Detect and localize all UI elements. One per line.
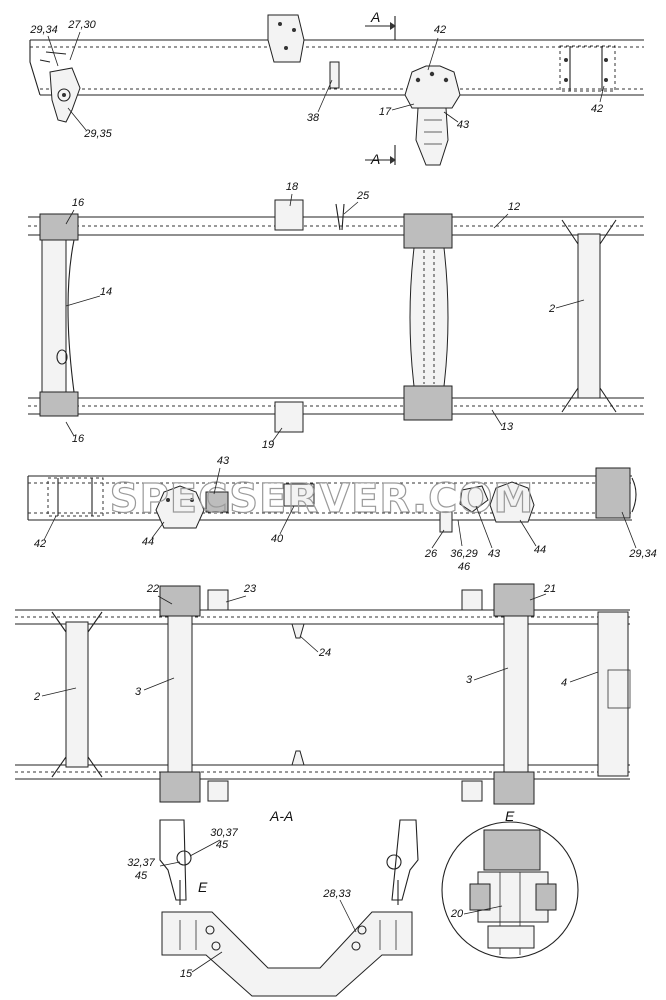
callout-label: 43	[457, 119, 470, 131]
detail-e	[441, 821, 579, 959]
callout-label: 40	[271, 533, 284, 545]
section-title-e: E	[505, 808, 515, 824]
callout-label: 42	[591, 103, 603, 115]
callout-label: 43	[217, 455, 230, 467]
callout-label: 21	[543, 583, 556, 595]
callout-label: 45	[216, 839, 229, 851]
callout-label: 16	[72, 197, 85, 209]
callout-label: 29,34	[29, 24, 58, 36]
callout-label: 30,37	[210, 827, 238, 839]
callout-label: 14	[100, 286, 112, 298]
callout-label: 2	[33, 691, 40, 703]
callout-label: 38	[307, 112, 320, 124]
plan-view-rear-frame	[15, 583, 631, 805]
callout-label: 29,34	[628, 548, 657, 560]
callout-label: 22	[146, 583, 159, 595]
callout-label: 19	[262, 439, 274, 451]
callout-label: 26	[424, 548, 438, 560]
side-view-rail-middle	[27, 467, 637, 533]
callout-label: 17	[379, 106, 392, 118]
callout-label: 24	[318, 647, 331, 659]
callout-label: 42	[434, 24, 446, 36]
side-view-rail-upper	[29, 14, 644, 166]
callout-label: 23	[243, 583, 257, 595]
callout-label: 13	[501, 421, 514, 433]
callout-label: 42	[34, 538, 46, 550]
callout-label: 46	[458, 561, 471, 573]
callout-label: 4	[561, 677, 567, 689]
callout-label: 12	[508, 201, 520, 213]
callout-label: 43	[488, 548, 501, 560]
callout-label: 28,33	[322, 888, 351, 900]
watermark: SPECSERVER.COM	[110, 476, 535, 522]
callout-label: 15	[180, 968, 193, 980]
section-title-a-a: A-A	[269, 808, 293, 824]
callout-label: 16	[72, 433, 85, 445]
callout-label: 2	[548, 303, 555, 315]
section-label-a-top: A	[370, 9, 380, 25]
callout-label: 44	[142, 536, 154, 548]
callout-label: 44	[534, 544, 546, 556]
callout-label: 20	[450, 908, 464, 920]
section-a-a	[159, 819, 419, 997]
callout-label: 45	[135, 870, 148, 882]
section-label-a-bottom: A	[370, 151, 380, 167]
plan-view-front-frame	[28, 199, 644, 433]
callout-label: 29,35	[83, 128, 112, 140]
leader-lines	[41, 31, 637, 973]
callout-label: 27,30	[67, 19, 96, 31]
callout-label: 18	[286, 181, 299, 193]
callout-label: 3	[135, 686, 142, 698]
callout-label: 25	[356, 190, 370, 202]
section-mark-e: E	[198, 879, 208, 895]
callout-label: 36,29	[450, 548, 478, 560]
callout-label: 32,37	[127, 857, 155, 869]
callout-label: 3	[466, 674, 473, 686]
